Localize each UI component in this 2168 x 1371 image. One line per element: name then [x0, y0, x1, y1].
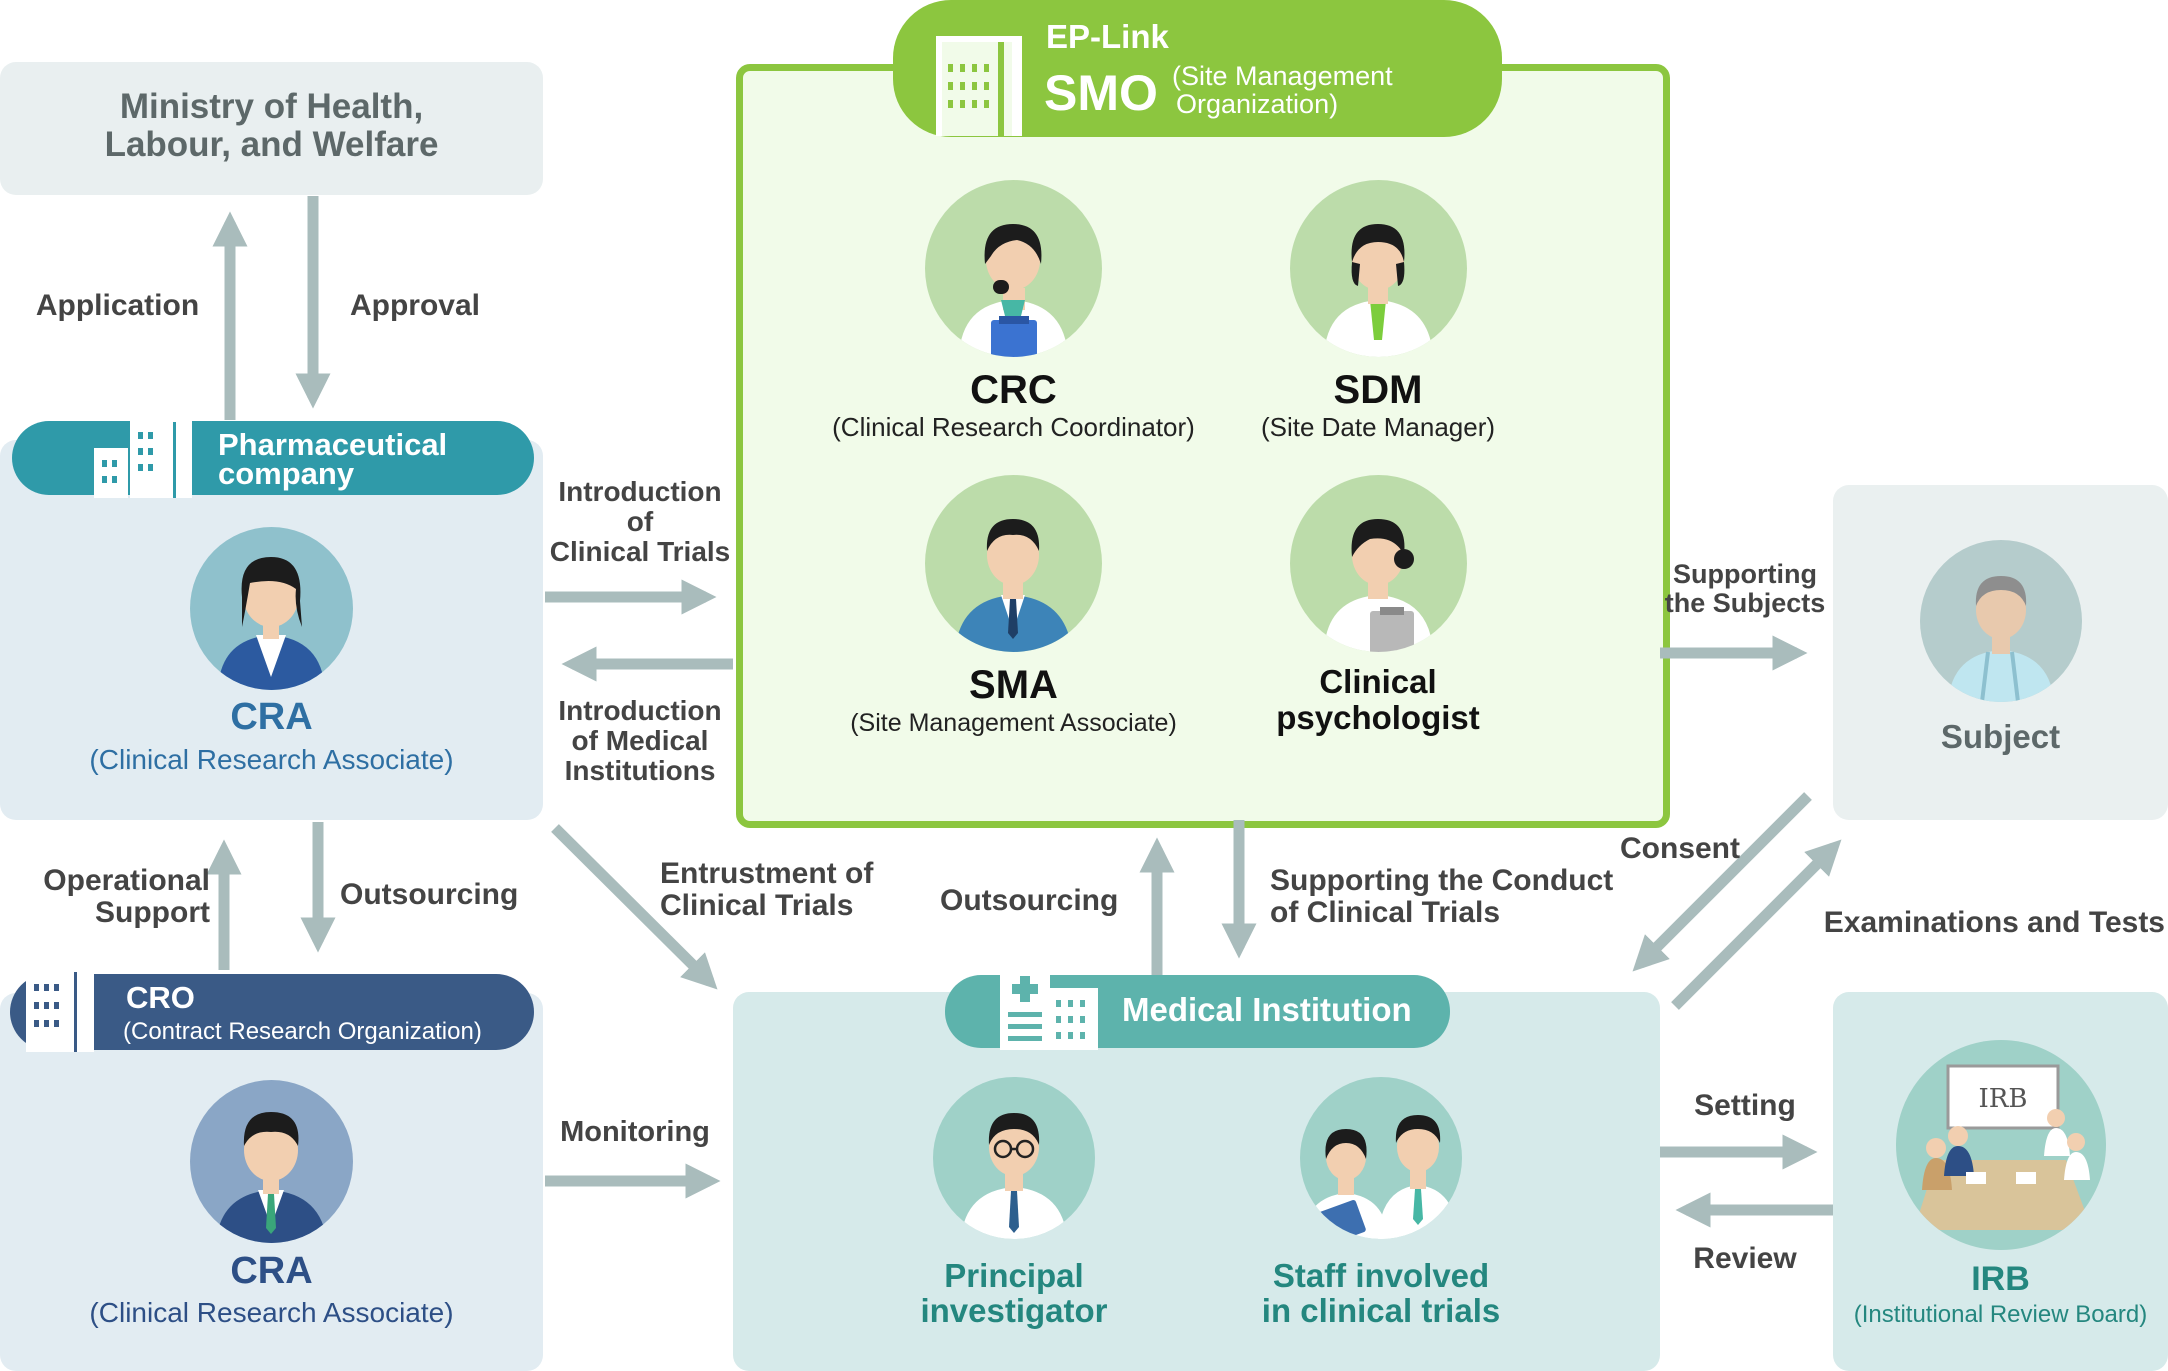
avatar-sma: [925, 475, 1102, 652]
medical-pi-line1: Principal: [944, 1257, 1084, 1294]
smo-crc-title: CRC: [970, 368, 1057, 412]
avatar-trial-staff: [1300, 1077, 1462, 1239]
label-supporting-subjects-1: Supporting: [1673, 559, 1817, 589]
ministry-line2: Labour, and Welfare: [104, 124, 439, 164]
label-approval: Approval: [349, 289, 481, 322]
smo-sma-sub: (Site Management Associate): [850, 709, 1177, 737]
pharma-cra-title: CRA: [230, 696, 313, 738]
label-supporting-conduct: Supporting the Conduct of Clinical Trial…: [1270, 864, 1620, 930]
label-review: Review: [1693, 1242, 1797, 1275]
ministry-line1: Ministry of Health,: [119, 87, 424, 126]
avatar-sdm: [1290, 180, 1467, 357]
building-icon-smo: [936, 36, 1022, 136]
label-supporting-subjects-2: the Subjects: [1664, 588, 1826, 619]
smo-full-1: (Site Management: [1172, 61, 1393, 91]
label-supporting-subjects: Supporting the Subjects: [1660, 559, 1830, 619]
pharma-label-1: Pharmaceutical: [218, 427, 448, 462]
medical-pi-title: Principal investigator: [840, 1257, 1188, 1329]
label-consent: Consent: [1620, 832, 1740, 865]
medical-staff-title: Staff involved in clinical trials: [1205, 1257, 1557, 1329]
label-intro-trials-1: Introduction: [558, 476, 722, 507]
arrow-consent: [1632, 792, 1812, 972]
irb-full: (Institutional Review Board): [1853, 1301, 2148, 1328]
label-operational-support: Operational Support: [10, 864, 210, 930]
avatar-cra-pharma: [190, 527, 353, 690]
label-operational-2: Support: [95, 896, 210, 930]
label-outsourcing-mid: Outsourcing: [940, 884, 1119, 917]
label-entrustment: Entrustment of Clinical Trials: [660, 857, 890, 923]
cro-cra-title: CRA: [230, 1250, 313, 1292]
pharma-label-2: company: [218, 456, 355, 492]
smo-sdm-sub: (Site Date Manager): [1260, 412, 1496, 442]
label-intro-trials-3: Clinical Trials: [549, 536, 731, 568]
medical-box: [733, 992, 1660, 1371]
avatar-principal-investigator: [933, 1077, 1095, 1239]
avatar-psychologist: [1290, 475, 1467, 652]
smo-full: (Site Management Organization): [1172, 62, 1393, 119]
pharma-cra-full: (Clinical Research Associate): [89, 744, 454, 775]
label-intro-medical-2: of Medical: [571, 725, 709, 757]
ministry-box: [0, 62, 543, 195]
avatar-cra-cro: [190, 1080, 353, 1243]
label-intro-medical-1: Introduction: [558, 695, 722, 726]
smo-full-2: Organization): [1176, 89, 1339, 120]
label-exams: Examinations and Tests: [1823, 906, 2165, 939]
cro-header: [10, 974, 534, 1050]
cro-cra-full: (Clinical Research Associate): [89, 1297, 454, 1328]
arrow-entrustment: [551, 824, 718, 990]
building-icon-pharma: [94, 412, 192, 498]
cro-label: CRO: [126, 980, 195, 1015]
pharma-label: Pharmaceutical company: [218, 427, 448, 492]
irb-label: IRB: [1971, 1260, 2030, 1298]
avatar-subject: [1920, 540, 2082, 702]
label-outsourcing-left: Outsourcing: [340, 878, 519, 911]
building-icon-cro: [26, 962, 94, 1052]
label-entrustment-2: Clinical Trials: [660, 889, 854, 923]
medical-pi-line2: investigator: [920, 1291, 1108, 1329]
smo-psych-title-1: Clinical: [1319, 663, 1437, 700]
medical-label: Medical Institution: [1122, 991, 1412, 1028]
avatar-crc: [925, 180, 1102, 357]
label-intro-trials: Introduction of Clinical Trials: [540, 476, 740, 568]
arrow-exams: [1671, 839, 1842, 1010]
cro-label-full: (Contract Research Organization): [123, 1018, 482, 1045]
label-setting: Setting: [1694, 1089, 1796, 1122]
label-supporting-conduct-1: Supporting the Conduct: [1270, 864, 1614, 897]
smo-sma-title: SMA: [969, 663, 1058, 707]
hospital-icon: [1000, 970, 1098, 1050]
label-application: Application: [35, 289, 200, 322]
irb-meeting-illustration: IRB: [1896, 1040, 2106, 1250]
smo-abbr: SMO: [1044, 65, 1158, 121]
subject-label: Subject: [1940, 718, 2061, 755]
medical-staff-line1: Staff involved: [1272, 1257, 1490, 1294]
label-operational-1: Operational: [43, 864, 210, 897]
label-intro-medical-3: Institutions: [564, 755, 716, 787]
smo-sdm-title: SDM: [1333, 368, 1423, 412]
ministry-label: Ministry of Health, Labour, and Welfare: [0, 88, 543, 164]
label-entrustment-1: Entrustment of: [660, 857, 874, 890]
label-monitoring: Monitoring: [560, 1116, 710, 1148]
smo-psych-title: Clinical psychologist: [1178, 664, 1578, 735]
smo-psych-title-2: psychologist: [1276, 698, 1480, 736]
label-supporting-conduct-2: of Clinical Trials: [1270, 896, 1501, 930]
label-intro-medical: Introduction of Medical Institutions: [540, 695, 740, 787]
irb-board-text: IRB: [1979, 1084, 2028, 1114]
medical-staff-line2: in clinical trials: [1261, 1291, 1501, 1329]
label-intro-trials-2: of: [626, 506, 654, 538]
smo-brand: EP-Link: [1046, 18, 1169, 55]
smo-crc-sub: (Clinical Research Coordinator): [832, 412, 1195, 442]
